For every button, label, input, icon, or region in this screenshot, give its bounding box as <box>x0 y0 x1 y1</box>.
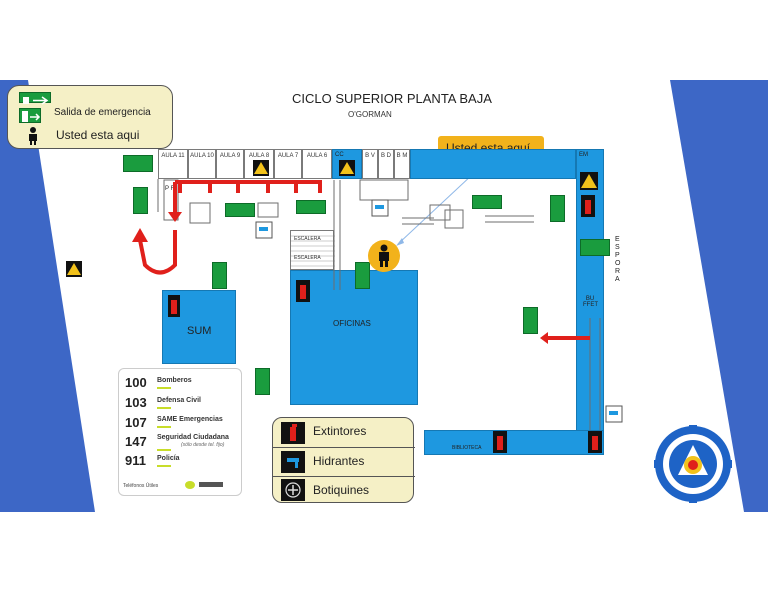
room-aula-10: AULA 10 <box>188 149 216 179</box>
phone-label: Defensa Civil <box>157 397 201 404</box>
street-label: E S P O R A <box>615 236 621 283</box>
room-aula-9: AULA 9 <box>216 149 244 179</box>
room-oficinas: OFICINAS <box>290 270 418 405</box>
phone-number: 147 <box>125 434 147 449</box>
stairs: ESCALERA ESCALERA <box>290 230 335 270</box>
room-bv: B V <box>362 149 378 179</box>
exit-sign-icon <box>550 195 565 222</box>
hydrant-icon <box>281 451 305 473</box>
brand-logo-icon <box>185 481 195 489</box>
person-icon <box>27 127 39 150</box>
phone-label: SAME Emergencias <box>157 416 223 423</box>
phone-number: 103 <box>125 395 147 410</box>
phone-label: Policía <box>157 455 180 462</box>
room-aula-6: AULA 6 <box>302 149 332 179</box>
legend-hidrantes: Hidrantes <box>313 454 365 468</box>
room-oficinas-label: OFICINAS <box>333 319 371 328</box>
phone-underline <box>157 407 171 409</box>
exit-sign-icon <box>255 368 270 395</box>
corridor-bottom <box>424 430 604 455</box>
you-are-here-marker <box>368 240 400 272</box>
legend-exit-label: Salida de emergencia <box>54 107 151 118</box>
exit-sign-icon <box>133 187 148 214</box>
divider <box>273 447 415 448</box>
extinguisher-icon <box>281 422 305 444</box>
phone-number: 911 <box>125 453 146 468</box>
room-bm: B M <box>394 149 410 179</box>
exit-sign-icon <box>19 108 41 123</box>
phone-number: 107 <box>125 415 147 430</box>
room-pr: P R <box>165 186 175 192</box>
room-bd: B D <box>378 149 394 179</box>
exit-sign-icon <box>296 200 326 214</box>
exit-sign-icon <box>225 203 255 217</box>
legend-botiquines: Botiquines <box>313 483 370 497</box>
school-seal-icon <box>654 425 732 503</box>
exit-sign-icon <box>123 155 153 172</box>
legend-extintores: Extintores <box>313 424 367 438</box>
phones-footer: Teléfonos Útiles <box>123 483 159 489</box>
phone-number: 100 <box>125 375 147 390</box>
exit-sign-icon <box>355 262 370 289</box>
phone-underline <box>157 387 171 389</box>
divider <box>273 476 415 477</box>
exit-sign-icon <box>212 262 227 289</box>
exit-sign-icon <box>580 239 610 256</box>
exit-sign-icon <box>472 195 502 209</box>
phone-label: Bomberos <box>157 377 192 384</box>
legend-equipment-box: Extintores Hidrantes Botiquines <box>272 417 415 503</box>
room-buffet: BU FFET <box>583 296 598 308</box>
room-em: EM <box>579 152 588 158</box>
exit-sign-icon <box>523 307 538 334</box>
phone-note: (sólo desde tel. fijo) <box>181 442 225 448</box>
legend-here-label: Usted esta aqui <box>56 128 140 142</box>
stairs-label-2: ESCALERA <box>294 255 321 261</box>
room-aula-7: AULA 7 <box>274 149 302 179</box>
phone-underline <box>157 449 171 451</box>
phone-label: Seguridad Ciudadana <box>157 434 229 441</box>
exit-sign-icon <box>19 92 51 105</box>
phone-underline <box>157 426 171 428</box>
room-biblioteca: BIBLIOTECA <box>452 445 482 451</box>
corridor-top <box>410 149 576 179</box>
first-aid-icon <box>281 479 305 501</box>
brand-logo-icon <box>199 482 223 487</box>
phones-panel: 100 Bomberos 103 Defensa Civil 107 SAME … <box>118 368 242 496</box>
stairs-label-1: ESCALERA <box>294 236 321 242</box>
legend-exit-box: Salida de emergencia Usted esta aqui <box>7 85 173 149</box>
page-title: CICLO SUPERIOR PLANTA BAJA <box>292 91 492 106</box>
page-subtitle: O'GORMAN <box>348 110 392 119</box>
phone-underline <box>157 465 171 467</box>
room-sum-label: SUM <box>187 325 212 337</box>
room-aula-11: AULA 11 <box>158 149 188 179</box>
